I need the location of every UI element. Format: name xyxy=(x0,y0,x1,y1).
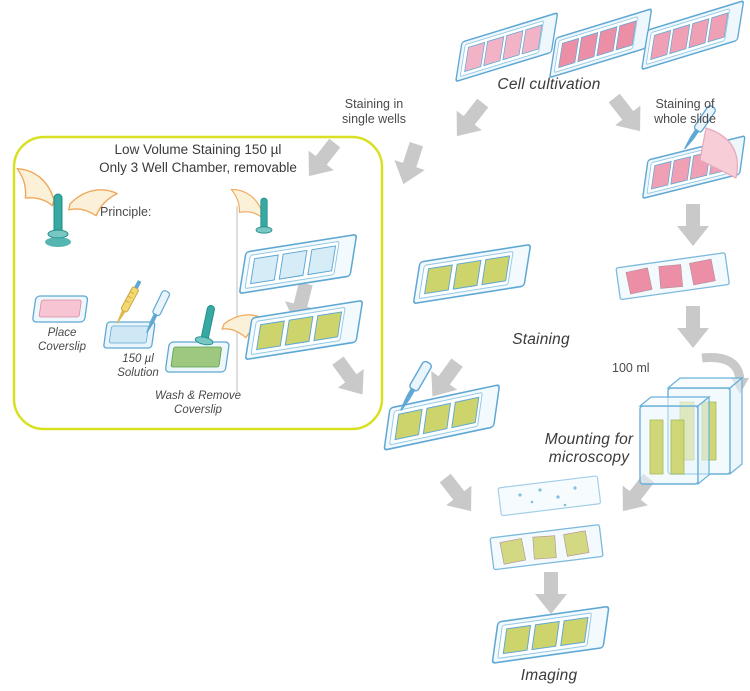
coverslip-slide xyxy=(489,523,604,571)
low-volume-box xyxy=(12,135,384,431)
cell-cultivation-label: Cell cultivation xyxy=(497,76,601,93)
staining-whole-line2: whole slide xyxy=(654,112,716,127)
mounting-line2: microscopy xyxy=(548,448,630,466)
plain-slide xyxy=(497,475,602,517)
chamber-slide-pink xyxy=(454,11,559,83)
wash-remove-line2: Coverslip xyxy=(174,404,222,417)
pink-stain-pour xyxy=(699,127,738,179)
coverslip-disc xyxy=(45,237,71,247)
box-title-line2: Only 3 Well Chamber, removable xyxy=(99,160,297,176)
box-title-line1: Low Volume Staining 150 µl xyxy=(114,142,282,157)
chamber-slide-red xyxy=(548,7,653,79)
mounting-label: Mounting for microscopy xyxy=(545,431,634,467)
wash-remove-label: Wash & Remove Coverslip xyxy=(155,389,241,418)
staining-single-line1: Staining in xyxy=(344,97,404,111)
staining-single-wells-label: Staining in single wells xyxy=(342,97,406,128)
wash-remove-line1: Wash & Remove xyxy=(154,390,242,402)
staining-jar xyxy=(638,376,744,486)
stained-slide-red xyxy=(615,252,731,301)
solution-line2: Solution xyxy=(117,367,159,380)
principle-label: Principle: xyxy=(100,205,152,219)
mounting-line1: Mounting for xyxy=(544,431,634,448)
place-coverslip-line2: Coverslip xyxy=(38,341,86,354)
solution-pipette-dish xyxy=(103,278,156,349)
place-coverslip-dish xyxy=(32,295,89,323)
jar-front xyxy=(638,395,711,486)
staining-whole-slide-label: Staining of whole slide xyxy=(654,97,716,128)
chamber-slide-stained xyxy=(412,243,532,305)
staining-single-line2: single wells xyxy=(342,112,406,127)
staining-label: Staining xyxy=(512,331,570,348)
arrow-down-icon xyxy=(677,204,709,246)
chamber-slide-stained xyxy=(491,605,610,665)
wash-remove-dish xyxy=(165,303,269,373)
place-coverslip-line1: Place xyxy=(47,327,77,339)
arrow-down-icon xyxy=(677,306,709,348)
arrow-down-icon xyxy=(535,572,567,614)
arrow-down-right-icon xyxy=(601,88,653,142)
droplet-slide xyxy=(497,475,602,517)
chamber-slide-stained xyxy=(383,383,501,452)
arrow-down-right-icon xyxy=(432,468,484,522)
chamber-slide-pink xyxy=(640,0,745,71)
mounting-drops xyxy=(518,486,577,507)
arrow-down-icon xyxy=(388,139,432,190)
box-title: Low Volume Staining 150 µl Only 3 Well C… xyxy=(99,141,297,177)
cultivation-slides xyxy=(454,0,745,83)
solution-label: 150 µl Solution xyxy=(117,352,159,381)
solution-line1: 150 µl xyxy=(122,353,154,365)
arrow-down-left-icon xyxy=(444,93,496,147)
volume-label: 100 ml xyxy=(612,361,650,375)
whole-slide-staining xyxy=(641,103,746,200)
imaging-label: Imaging xyxy=(520,667,578,684)
staining-whole-line1: Staining of xyxy=(655,97,715,111)
place-coverslip-label: Place Coverslip xyxy=(38,326,86,355)
place-coverslip-hand xyxy=(9,166,119,247)
